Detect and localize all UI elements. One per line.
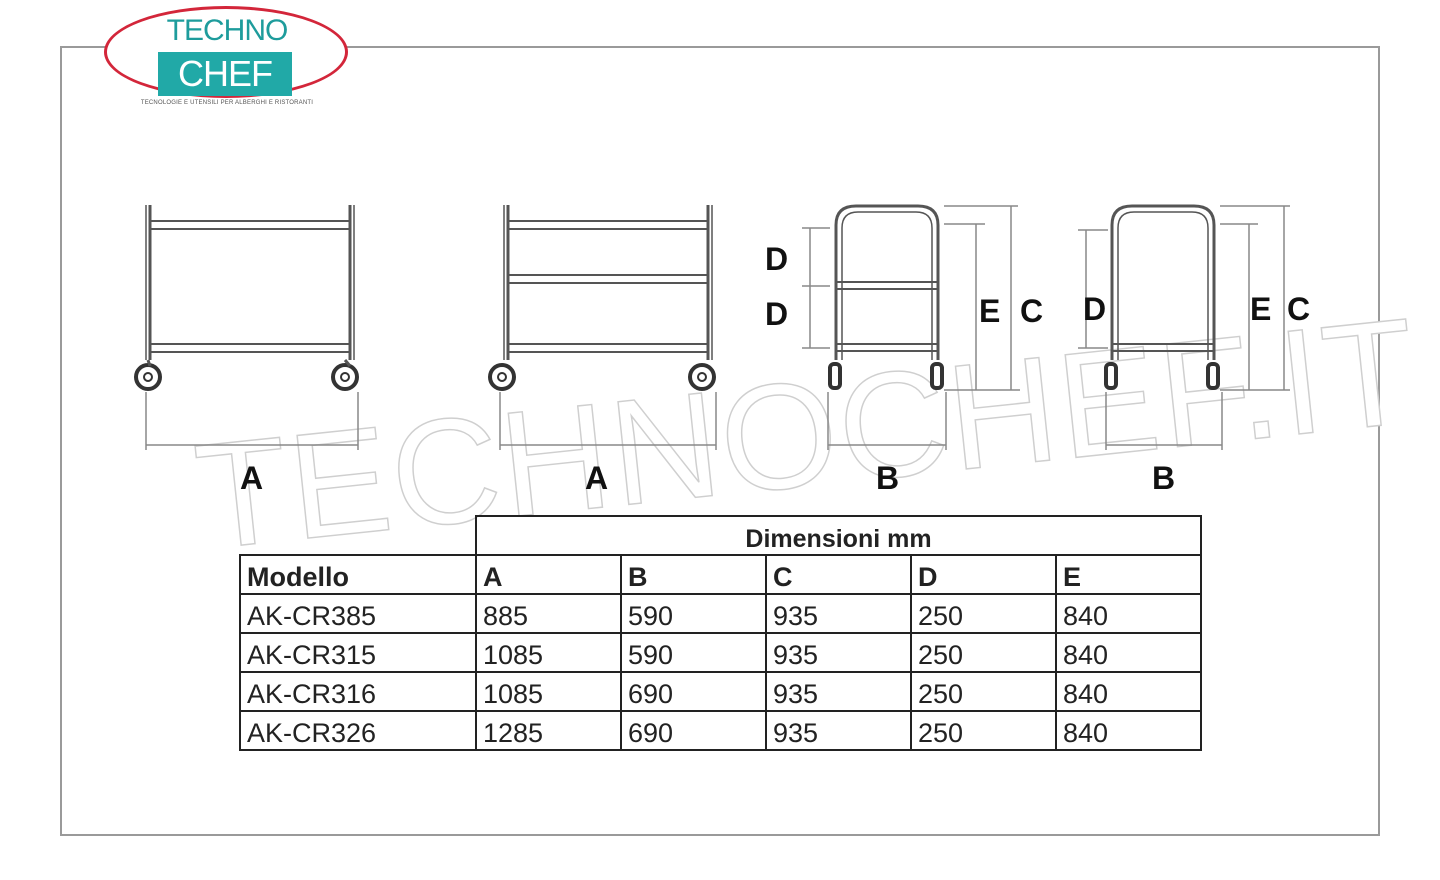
table-row: AK-CR385 885 590 935 250 840 bbox=[239, 593, 1202, 634]
cell-c: 935 bbox=[765, 632, 912, 673]
dimension-line-a-1 bbox=[145, 392, 359, 450]
table-header-row: Modello A B C D E bbox=[239, 554, 1202, 595]
cell-model: AK-CR326 bbox=[239, 710, 477, 751]
front-view-three-shelves bbox=[488, 205, 716, 391]
cell-d: 250 bbox=[910, 632, 1057, 673]
table-caption-row: Dimensioni mm bbox=[240, 515, 1202, 556]
cell-c: 935 bbox=[765, 671, 912, 712]
cell-d: 250 bbox=[910, 671, 1057, 712]
side-view-two-shelves bbox=[1104, 204, 1220, 390]
label-e-side1: E bbox=[979, 293, 1001, 329]
table-row: AK-CR326 1285 690 935 250 840 bbox=[239, 710, 1202, 751]
cell-b: 690 bbox=[620, 671, 767, 712]
table-row: AK-CR315 1085 590 935 250 840 bbox=[239, 632, 1202, 673]
cell-a: 1085 bbox=[475, 632, 622, 673]
cell-e: 840 bbox=[1055, 671, 1202, 712]
front-view-two-shelves bbox=[134, 205, 359, 391]
cell-b: 690 bbox=[620, 710, 767, 751]
table-blank-cell bbox=[240, 516, 476, 555]
label-c-side1: C bbox=[1020, 293, 1044, 329]
table-caption: Dimensioni mm bbox=[475, 515, 1202, 556]
header-e: E bbox=[1055, 554, 1202, 595]
label-a-front1: A bbox=[240, 460, 264, 496]
cell-c: 935 bbox=[765, 710, 912, 751]
dimension-lines-side-2 bbox=[1078, 205, 1290, 450]
dimension-line-a-2 bbox=[499, 392, 717, 450]
dimension-lines-side-1 bbox=[802, 205, 1020, 450]
cell-model: AK-CR315 bbox=[239, 632, 477, 673]
label-d-upper: D bbox=[765, 241, 789, 277]
cell-model: AK-CR385 bbox=[239, 593, 477, 634]
cell-a: 1285 bbox=[475, 710, 622, 751]
label-b-side1: B bbox=[876, 460, 900, 496]
logo-tagline: TECNOLOGIE E UTENSILI PER ALBERGHI E RIS… bbox=[140, 100, 314, 106]
label-b-side2: B bbox=[1152, 460, 1176, 496]
cell-e: 840 bbox=[1055, 632, 1202, 673]
cell-d: 250 bbox=[910, 710, 1057, 751]
header-a: A bbox=[475, 554, 622, 595]
table-row: AK-CR316 1085 690 935 250 840 bbox=[239, 671, 1202, 712]
label-d-side2: D bbox=[1083, 291, 1107, 327]
cell-e: 840 bbox=[1055, 593, 1202, 634]
cell-a: 885 bbox=[475, 593, 622, 634]
label-a-front2: A bbox=[585, 460, 609, 496]
cell-b: 590 bbox=[620, 632, 767, 673]
cell-c: 935 bbox=[765, 593, 912, 634]
side-view-three-shelves bbox=[828, 204, 944, 390]
cell-model: AK-CR316 bbox=[239, 671, 477, 712]
dimensions-table: Dimensioni mm Modello A B C D E AK-CR385… bbox=[239, 515, 1202, 751]
header-d: D bbox=[910, 554, 1057, 595]
cell-a: 1085 bbox=[475, 671, 622, 712]
header-modello: Modello bbox=[239, 554, 477, 595]
technochef-logo: TECHNO CHEF TECNOLOGIE E UTENSILI PER AL… bbox=[100, 2, 354, 110]
header-b: B bbox=[620, 554, 767, 595]
header-c: C bbox=[765, 554, 912, 595]
cell-e: 840 bbox=[1055, 710, 1202, 751]
label-c-side2: C bbox=[1287, 291, 1311, 327]
cell-d: 250 bbox=[910, 593, 1057, 634]
label-d-lower: D bbox=[765, 296, 789, 332]
logo-line2: CHEF bbox=[158, 52, 292, 96]
cell-b: 590 bbox=[620, 593, 767, 634]
label-e-side2: E bbox=[1250, 291, 1272, 327]
logo-line1: TECHNO bbox=[166, 14, 289, 47]
